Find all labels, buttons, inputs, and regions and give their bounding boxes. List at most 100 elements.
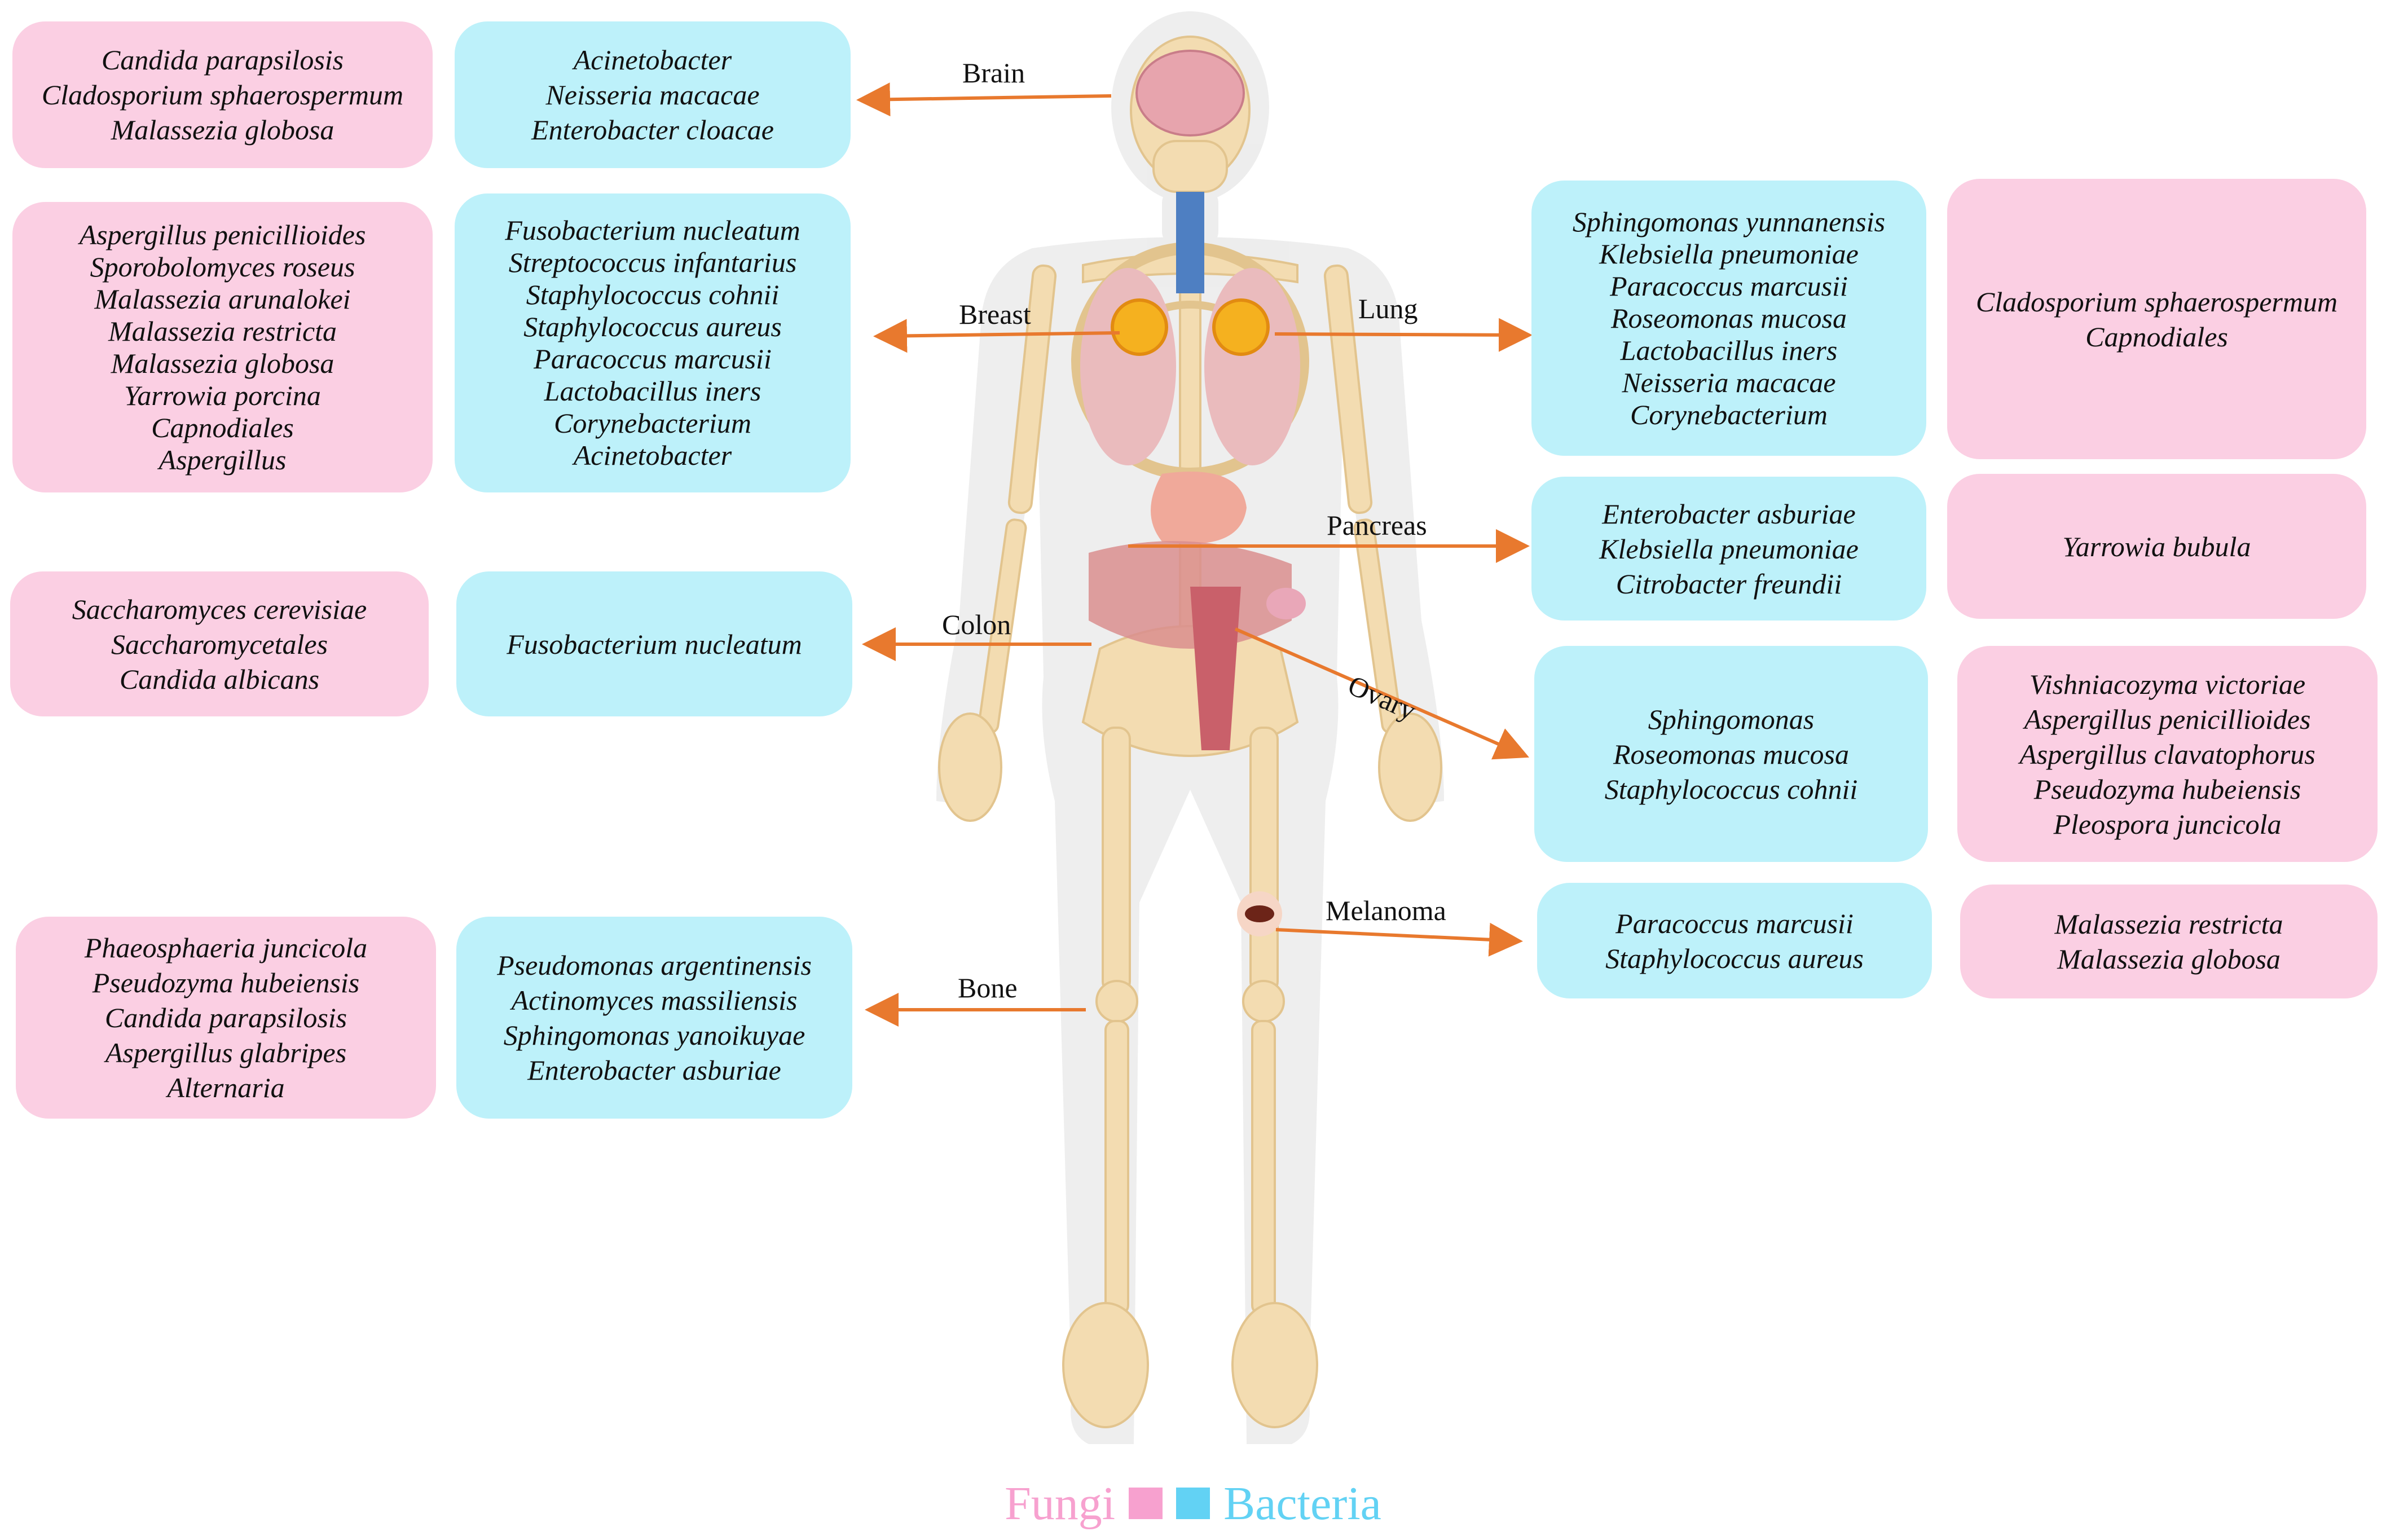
legend: Fungi Bacteria [0, 1475, 2386, 1532]
breast-fungi-item: Yarrowia porcina [124, 379, 321, 411]
lung-arrow [1274, 318, 1533, 352]
lung-fungi-item: Capnodiales [2085, 320, 2228, 353]
breast-bacteria-item: Corynebacterium [554, 407, 751, 439]
breast-fungi-item: Malassezia arunalokei [94, 283, 351, 315]
ovary-bacteria-item: Staphylococcus cohnii [1604, 773, 1858, 805]
ovary-organ [1266, 588, 1306, 619]
right-tibia [1251, 1020, 1276, 1315]
left-tibia [1104, 1020, 1129, 1315]
breast-fungi-box: Aspergillus penicillioides Sporobolomyce… [12, 202, 433, 492]
bone-bacteria-box: Pseudomonas argentinensis Actinomyces ma… [456, 917, 852, 1119]
lung-bacteria-item: Klebsiella pneumoniae [1599, 237, 1859, 270]
breast-bacteria-item: Fusobacterium nucleatum [505, 214, 800, 246]
lung-bacteria-item: Sphingomonas yunnanensis [1572, 205, 1886, 237]
breast-bacteria-item: Staphylococcus cohnii [526, 279, 780, 310]
legend-bacteria-label: Bacteria [1223, 1477, 1381, 1530]
left-femur [1102, 727, 1131, 994]
right-breast [1212, 298, 1270, 356]
colon-bacteria-item: Fusobacterium nucleatum [507, 628, 802, 660]
lung-bacteria-item: Roseomonas mucosa [1610, 302, 1847, 334]
brain-bacteria-item: Acinetobacter [573, 44, 732, 76]
lung-label: Lung [1358, 293, 1418, 324]
bone-bacteria-item: Actinomyces massiliensis [511, 984, 798, 1016]
left-lung [1080, 268, 1176, 465]
melanoma-bacteria-box: Paracoccus marcusii Staphylococcus aureu… [1537, 883, 1932, 998]
pancreas-bacteria-item: Citrobacter freundii [1615, 567, 1842, 600]
lung-bacteria-item: Neisseria macacae [1622, 366, 1836, 398]
colon-fungi-item: Candida albicans [119, 663, 320, 695]
brain-label: Brain [962, 57, 1025, 89]
right-humerus [1323, 264, 1373, 514]
colon-organ [1089, 541, 1292, 649]
organs [1080, 50, 1306, 936]
brain-fungi-item: Malassezia globosa [111, 114, 334, 146]
right-foot [1231, 1302, 1318, 1428]
breast-fungi-item: Aspergillus [159, 443, 287, 476]
left-hand [938, 712, 1002, 822]
trachea [1176, 192, 1204, 293]
ovary-fungi-item: Vishniacozyma victoriae [2029, 668, 2306, 700]
lung-bacteria-box: Sphingomonas yunnanensis Klebsiella pneu… [1531, 181, 1926, 456]
breast-fungi-item: Sporobolomyces roseus [90, 250, 355, 283]
lung-bacteria-item: Lactobacillus iners [1620, 334, 1838, 366]
legend-fungi-label: Fungi [1005, 1477, 1116, 1530]
brain-fungi-item: Candida parapsilosis [101, 44, 344, 76]
melanoma-bacteria-item: Paracoccus marcusii [1615, 907, 1854, 939]
melanoma-label: Melanoma [1326, 895, 1446, 926]
brain-bacteria-item: Neisseria macacae [545, 79, 760, 111]
breast-label: Breast [959, 298, 1031, 330]
ovary-fungi-box: Vishniacozyma victoriae Aspergillus peni… [1957, 646, 2378, 862]
left-breast [1111, 298, 1168, 356]
bone-fungi-item: Aspergillus glabripes [105, 1037, 347, 1068]
bone-fungi-item: Alternaria [167, 1072, 285, 1103]
pancreas-fungi-item: Yarrowia bubula [2062, 530, 2251, 562]
colon-bacteria-box: Fusobacterium nucleatum [456, 571, 852, 716]
melanoma-arrow [1275, 922, 1523, 957]
breast-fungi-item: Malassezia globosa [111, 347, 334, 379]
left-knee [1095, 980, 1138, 1023]
legend-fungi-swatch [1129, 1488, 1163, 1519]
right-lung [1204, 268, 1300, 465]
lung-bacteria-item: Corynebacterium [1630, 398, 1828, 430]
brain-bacteria-item: Enterobacter cloacae [531, 114, 774, 146]
melanoma-fungi-item: Malassezia globosa [2057, 943, 2281, 975]
left-humerus [1007, 264, 1057, 514]
colon-label: Colon [942, 609, 1011, 640]
brain-fungi-box: Candida parapsilosis Cladosporium sphaer… [12, 21, 433, 168]
ovary-fungi-item: Pseudozyma hubeiensis [2033, 773, 2301, 805]
ovary-bacteria-item: Roseomonas mucosa [1613, 738, 1850, 770]
legend-bacteria-swatch [1176, 1488, 1210, 1519]
ovary-fungi-item: Aspergillus clavatophorus [2019, 738, 2315, 770]
colon-fungi-item: Saccharomycetales [111, 628, 328, 660]
breast-bacteria-item: Paracoccus marcusii [534, 343, 772, 375]
ovary-bacteria-item: Sphingomonas [1648, 703, 1815, 735]
right-hand [1378, 712, 1442, 822]
breast-bacteria-item: Staphylococcus aureus [523, 311, 782, 342]
bone-fungi-item: Pseudozyma hubeiensis [92, 967, 360, 998]
breast-bacteria-item: Streptococcus infantarius [508, 247, 797, 278]
colon-fungi-item: Saccharomyces cerevisiae [72, 593, 367, 625]
breast-fungi-item: Aspergillus penicillioides [79, 218, 366, 250]
colon-fungi-box: Saccharomyces cerevisiae Saccharomycetal… [10, 571, 429, 716]
ovary-fungi-item: Aspergillus penicillioides [2024, 703, 2311, 735]
bone-fungi-box: Phaeosphaeria juncicola Pseudozyma hubei… [16, 917, 436, 1119]
bone-label: Bone [958, 972, 1018, 1004]
pancreas-bacteria-item: Enterobacter asburiae [1602, 498, 1856, 530]
breast-fungi-item: Malassezia restricta [108, 315, 337, 347]
ovary-arrow [1234, 627, 1529, 760]
ovary-fungi-item: Pleospora juncicola [2053, 808, 2282, 840]
melanoma-fungi-box: Malassezia restricta Malassezia globosa [1960, 885, 2378, 998]
brain-arrow [856, 82, 1112, 117]
breast-bacteria-item: Acinetobacter [573, 439, 732, 471]
melanoma-fungi-item: Malassezia restricta [2054, 908, 2283, 940]
bone-fungi-item: Phaeosphaeria juncicola [84, 932, 368, 963]
right-knee [1242, 980, 1285, 1023]
ovary-bacteria-box: Sphingomonas Roseomonas mucosa Staphyloc… [1534, 646, 1928, 862]
breast-arrow [873, 319, 1120, 353]
pancreas-label: Pancreas [1327, 509, 1427, 541]
arrows [856, 82, 1533, 1027]
uterus [1190, 587, 1241, 750]
bone-bacteria-item: Sphingomonas yanoikuyae [503, 1019, 805, 1051]
melanoma-bacteria-item: Staphylococcus aureus [1605, 942, 1864, 974]
